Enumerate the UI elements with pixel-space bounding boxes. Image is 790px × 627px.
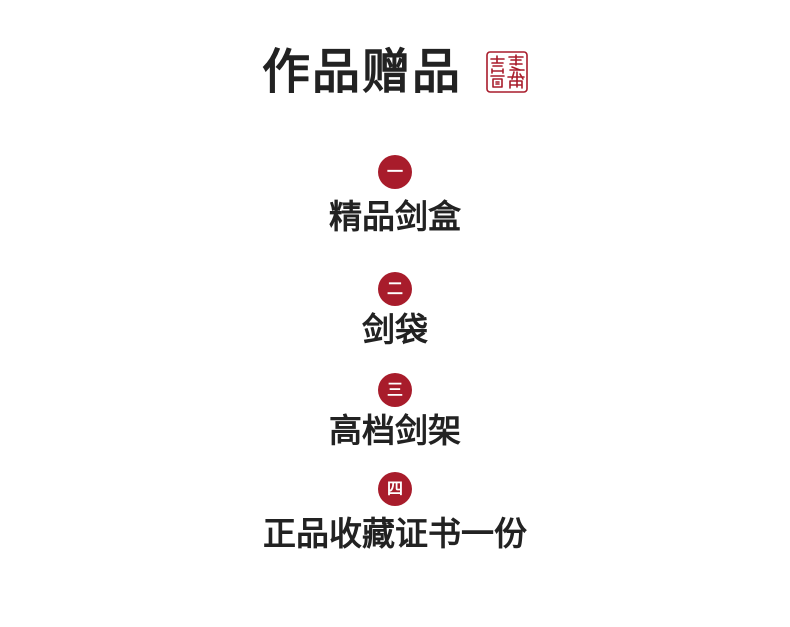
- gift-item: 一 精品剑盒: [0, 155, 790, 239]
- gift-item: 四 正品收藏证书一份: [0, 472, 790, 556]
- number-badge-text: 三: [386, 380, 403, 399]
- gift-label: 高档剑架: [329, 411, 461, 450]
- number-badge: 一: [378, 155, 412, 189]
- gift-label: 正品收藏证书一份: [263, 514, 527, 553]
- number-badge-text: 四: [386, 479, 403, 498]
- gift-item: 二 剑袋: [0, 272, 790, 352]
- number-badge: 三: [378, 373, 412, 407]
- gift-item: 三 高档剑架: [0, 373, 790, 453]
- number-badge-text: 二: [386, 279, 403, 298]
- number-badge: 四: [378, 472, 412, 506]
- gift-label: 精品剑盒: [329, 197, 461, 236]
- seal-stamp-icon: [486, 51, 528, 93]
- number-badge: 二: [378, 272, 412, 306]
- number-badge-text: 一: [386, 162, 403, 181]
- page-title: 作品赠品: [261, 44, 462, 100]
- header: 作品赠品: [0, 40, 790, 104]
- gift-label: 剑袋: [362, 310, 428, 349]
